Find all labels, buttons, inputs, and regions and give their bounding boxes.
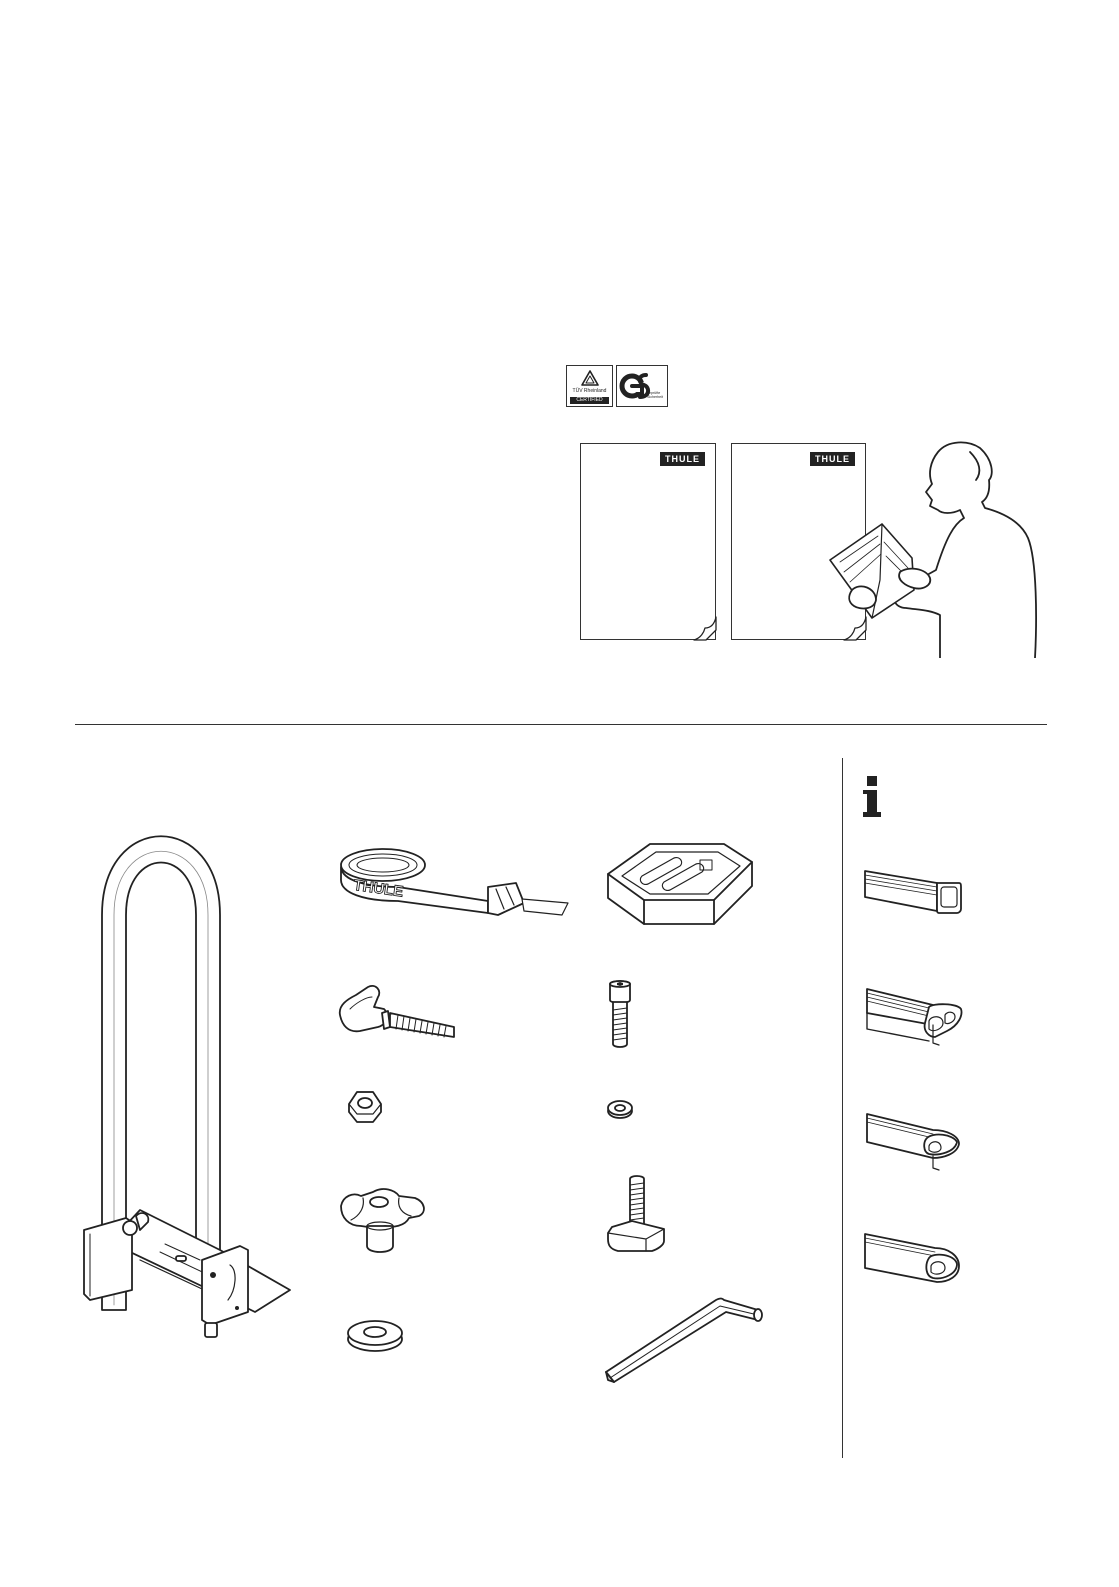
bike-holder-frame-illustration bbox=[80, 820, 310, 1350]
info-i-icon bbox=[862, 776, 884, 818]
star-knob-illustration bbox=[339, 1186, 427, 1256]
manual-sheet-1: THULE bbox=[580, 443, 716, 640]
gs-certification-badge: geprüfte Sicherheit bbox=[616, 365, 668, 407]
gs-mark-icon bbox=[620, 369, 650, 403]
thule-logo: THULE bbox=[660, 452, 705, 466]
allen-key-illustration bbox=[604, 1296, 764, 1384]
tuv-triangle-icon bbox=[581, 370, 599, 386]
hex-nut-illustration bbox=[347, 1090, 383, 1124]
washer-small-illustration bbox=[606, 1100, 634, 1120]
section-divider bbox=[75, 724, 1047, 725]
socket-head-screw-illustration bbox=[608, 980, 632, 1050]
aero-bar-profile-illustration bbox=[863, 1108, 963, 1174]
column-divider bbox=[842, 758, 843, 1458]
cam-buckle-strap-illustration: THULE bbox=[338, 843, 568, 923]
page-curl-icon bbox=[693, 616, 717, 641]
tuv-band: CERTIFIED bbox=[570, 397, 609, 404]
square-bar-profile-illustration bbox=[863, 867, 963, 919]
slim-bar-profile-illustration bbox=[863, 1230, 963, 1296]
person-reading-manual-illustration bbox=[830, 440, 1040, 660]
tuv-certification-badge: TÜV Rheinland CERTIFIED bbox=[566, 365, 613, 407]
gs-caption: geprüfte Sicherheit bbox=[647, 391, 665, 399]
tuv-label: TÜV Rheinland bbox=[567, 388, 612, 394]
t-bolt-illustration bbox=[606, 1175, 668, 1255]
t-knob-bolt-illustration bbox=[338, 985, 463, 1045]
end-cap-tray-illustration bbox=[604, 838, 754, 928]
washer-large-illustration bbox=[346, 1317, 404, 1353]
wing-bar-t-track-profile-illustration bbox=[863, 985, 963, 1055]
